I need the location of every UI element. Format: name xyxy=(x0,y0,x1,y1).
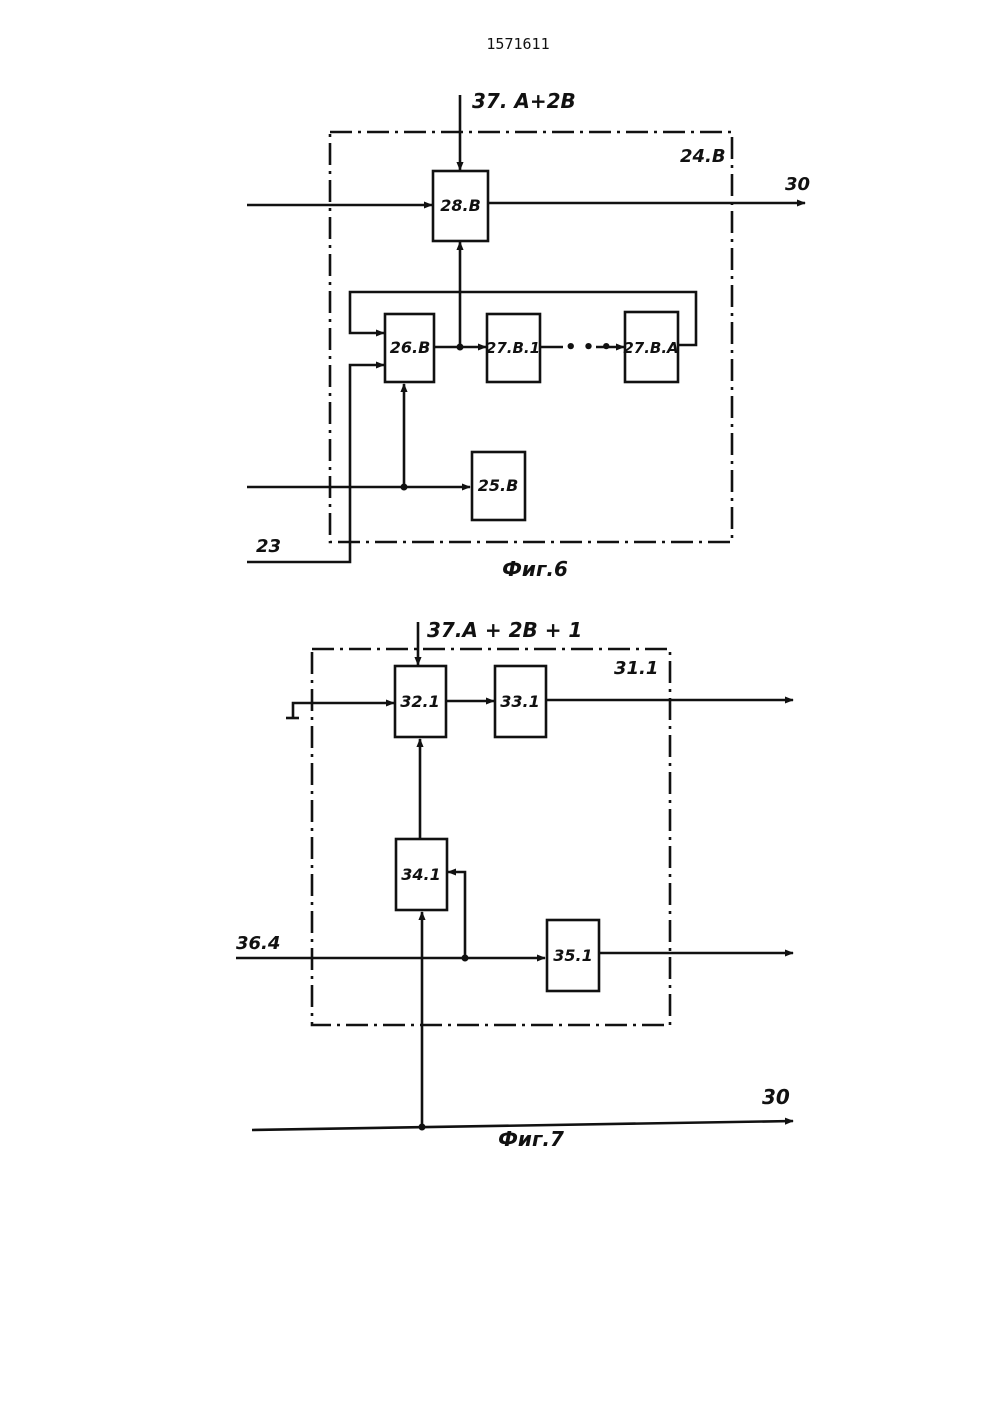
fig7-block-35-label: 35.1 xyxy=(553,946,592,965)
page-number: 1571611 xyxy=(486,35,549,53)
fig6-block-27-a-label: 27.В.А xyxy=(623,339,678,357)
fig6-input-23-label: 23 xyxy=(256,536,281,557)
fig7-ground-input-line xyxy=(293,703,394,718)
fig7-caption: Фиг.7 xyxy=(498,1127,564,1151)
fig6-block-28-label: 28.В xyxy=(440,196,481,215)
fig6-output-label: 30 xyxy=(785,174,810,195)
figure-6: 24.В 37. А+2В 28.В 30 26.В 27.В.1 27.В.А… xyxy=(247,89,810,581)
fig7-frame xyxy=(312,649,670,1025)
fig7-input-36-label: 36.4 xyxy=(236,933,280,954)
fig7-block-33-label: 33.1 xyxy=(500,692,539,711)
fig7-bus-30-label: 30 xyxy=(762,1085,790,1109)
figure-7: 31.1 37.А + 2В + 1 32.1 33.1 34.1 36.4 3… xyxy=(236,618,793,1151)
fig6-caption: Фиг.6 xyxy=(502,557,568,581)
fig7-top-input-label: 37.А + 2В + 1 xyxy=(427,618,582,642)
fig6-frame-label: 24.В xyxy=(680,146,726,167)
fig7-block-32-label: 32.1 xyxy=(400,692,439,711)
fig7-link-36-34 xyxy=(448,872,465,958)
fig6-block-27-1-label: 27.В.1 xyxy=(486,339,540,357)
fig7-block-34-label: 34.1 xyxy=(401,865,440,884)
fig6-block-26-label: 26.В xyxy=(390,338,431,357)
fig6-input-23-line xyxy=(247,365,384,562)
fig6-top-input-label: 37. А+2В xyxy=(472,89,576,113)
fig7-frame-label: 31.1 xyxy=(614,658,658,679)
fig6-block-25-label: 25.В xyxy=(478,476,519,495)
